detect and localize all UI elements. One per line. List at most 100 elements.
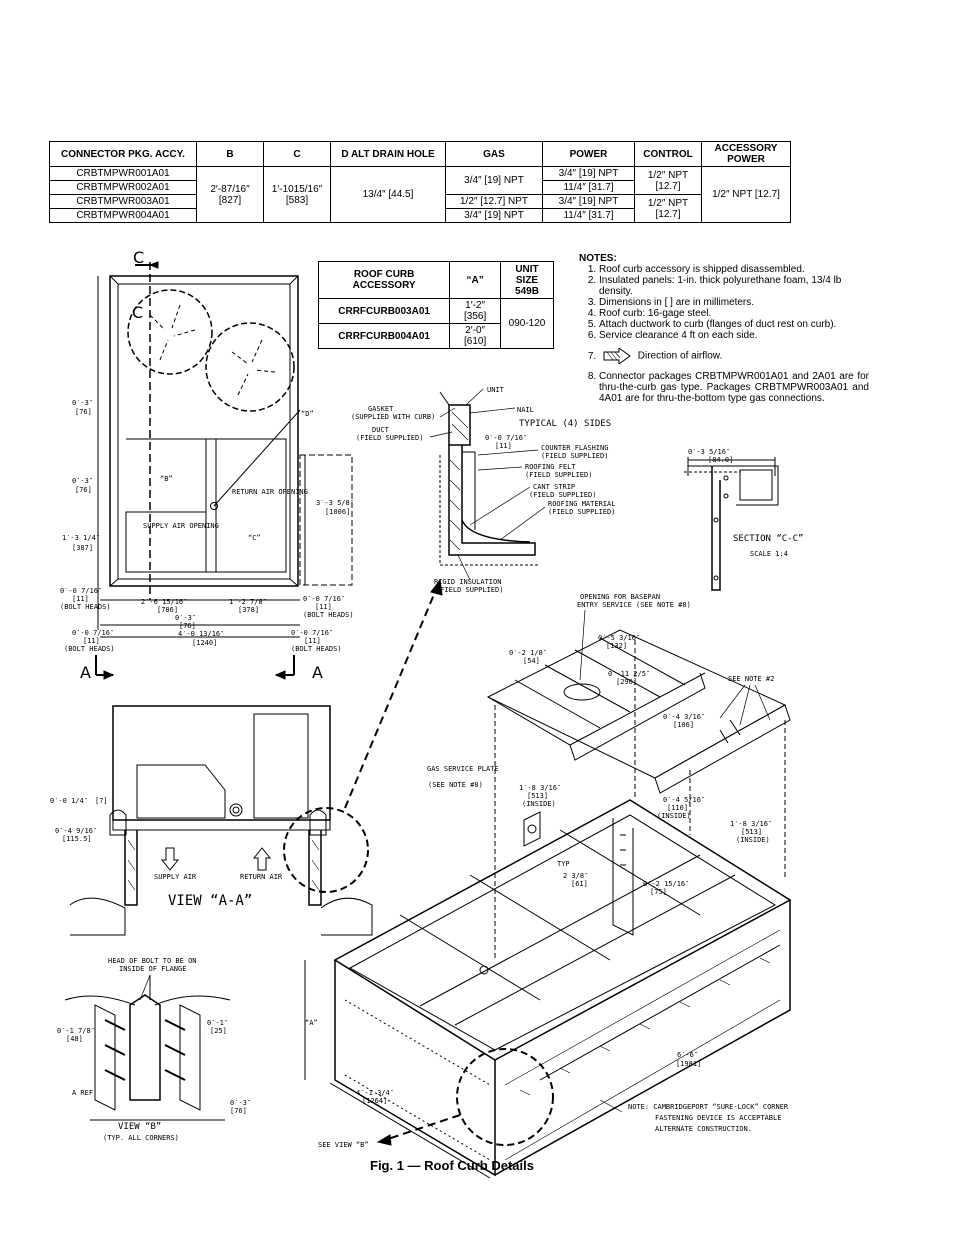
drawing-labels: C C A A 0′-3″ [76] 0′-3″ [76] “B” “C” “D…: [50, 248, 803, 1149]
section-cc-detail: [684, 457, 779, 591]
see-note-8-label: (SEE NOTE #8): [428, 781, 483, 789]
field-supplied-label: (FIELD SUPPLIED): [356, 434, 423, 442]
bolt-heads-label: (BOLT HEADS): [60, 603, 111, 611]
note-item: Service clearance 4 ft on each side.: [599, 330, 869, 341]
see-note-2-label: SEE NOTE #2: [728, 675, 774, 683]
gas-cell: 3/4″ [19] NPT: [445, 166, 543, 195]
dim-label: [786]: [157, 606, 178, 614]
scale-label: SCALE 1:4: [750, 550, 788, 558]
dim-label: 0′-3″: [175, 614, 196, 622]
dim-label: [75]: [650, 888, 667, 896]
dim-label: [76]: [179, 622, 196, 630]
field-supplied-label: (FIELD SUPPLIED): [436, 586, 503, 594]
control-cell: 1/2″ NPT [12.7]: [634, 194, 702, 223]
dim-label: 0′-1 7/8″: [57, 1027, 95, 1035]
section-c-label: C: [132, 303, 143, 322]
rigid-insulation-label: RIGID INSULATION: [434, 578, 501, 586]
dim-label: [7]: [95, 797, 108, 805]
dim-label: [378]: [238, 606, 259, 614]
roof-curb-table: ROOF CURB ACCESSORY “A” UNIT SIZE 549B C…: [317, 261, 554, 349]
note-item-airflow: Direction of airflow.: [599, 348, 869, 364]
dim-label: 1′-3 1/4″: [62, 534, 100, 542]
accessory-cell: CRRFCURB003A01: [317, 298, 451, 324]
a-ref-label: A REF: [72, 1089, 93, 1097]
dim-label: 0′-4 3/16″: [663, 713, 705, 721]
dim-label: [513]: [741, 828, 762, 836]
typ-label: TYP: [557, 860, 570, 868]
bolt-heads-label: (BOLT HEADS): [64, 645, 115, 653]
typical-sides-label: TYPICAL (4) SIDES: [519, 419, 611, 429]
dim-label: 0′-4 9/16″: [55, 827, 97, 835]
dim-label: [290]: [616, 678, 637, 686]
dim-label: [132]: [606, 642, 627, 650]
dim-label: 0′-2 15/16″: [643, 880, 689, 888]
field-supplied-label: (FIELD SUPPLIED): [529, 491, 596, 499]
bolt-heads-label: (BOLT HEADS): [303, 611, 354, 619]
nail-label: NAIL: [517, 406, 534, 414]
dim-label: [11]: [304, 637, 321, 645]
header-power: POWER: [542, 141, 635, 167]
dim-label: 0′-3″: [72, 477, 93, 485]
dim-label: [513]: [527, 792, 548, 800]
header-gas: GAS: [445, 141, 543, 167]
leader-lines: [139, 388, 771, 1113]
dim-label: 4′-0 13/16″: [178, 630, 224, 638]
dim-label: 1′-2 7/8″: [229, 598, 267, 606]
dim-label: [115.5]: [62, 835, 92, 843]
view-aa: [69, 578, 443, 936]
airflow-arrow-icon: [603, 348, 631, 364]
section-cc-label: SECTION “C-C”: [733, 534, 803, 544]
c-cell: 1′-1015/16″ [583]: [263, 166, 331, 223]
view-b-label: VIEW “B”: [118, 1122, 161, 1132]
roofing-material-label: ROOFING MATERIAL: [548, 500, 615, 508]
dim-label: [106]: [673, 721, 694, 729]
dim-label: 0′-3″: [72, 399, 93, 407]
curb-section-detail: [439, 391, 540, 566]
dim-label: [76]: [75, 486, 92, 494]
dim-label: 1′-8 3/16″: [519, 784, 561, 792]
figure-caption: Fig. 1 — Roof Curb Details: [370, 1158, 534, 1173]
dim-label: [11]: [495, 442, 512, 450]
notes-block: NOTES: Roof curb accessory is shipped di…: [579, 253, 869, 404]
note-item: Attach ductwork to curb (flanges of duct…: [599, 319, 869, 330]
dim-label: 0′-4 5/16″: [663, 796, 705, 804]
note-item: Connector packages CRBTMPWR001A01 and 2A…: [599, 371, 869, 404]
dim-label: [48]: [66, 1035, 83, 1043]
package-cell: CRBTMPWR004A01: [49, 208, 197, 223]
table-row: CRBTMPWR004A01 3/4″ [19] NPT 11/4″ [31.7…: [49, 208, 791, 223]
gasket-note-label: (SUPPLIED WITH CURB): [351, 413, 435, 421]
supply-air-opening-label: SUPPLY AIR OPENING: [143, 522, 219, 530]
section-a-label: A: [80, 663, 91, 682]
gasket-label: GASKET: [368, 405, 394, 413]
dim-label: [1264]: [362, 1097, 387, 1105]
dim-label: 6′-6″: [677, 1051, 698, 1059]
bolt-heads-label: (BOLT HEADS): [291, 645, 342, 653]
connector-package-table: CONNECTOR PKG. ACCY. B C D ALT DRAIN HOL…: [49, 141, 791, 223]
dim-label: [1981]: [676, 1060, 701, 1068]
dim-label: 2′-6 15/16″: [141, 598, 187, 606]
table-row: CRRFCURB004A01 2′-0″ [610]: [317, 323, 554, 349]
dim-label: [11]: [72, 595, 89, 603]
dim-label: [11]: [83, 637, 100, 645]
note-item: Dimensions in [ ] are in millimeters.: [599, 297, 869, 308]
inside-label: (INSIDE): [736, 836, 770, 844]
header-unit-size: UNIT SIZE 549B: [500, 261, 554, 299]
dim-label: [76]: [75, 408, 92, 416]
dim-label: 2 3/8″: [563, 872, 588, 880]
dim-label: 0′-0 7/16″: [485, 434, 527, 442]
dim-label: 4′-1 3/4″: [356, 1089, 394, 1097]
table-row: CRBTMPWR002A01 11/4″ [31.7]: [49, 180, 791, 195]
dim-label: [76]: [230, 1107, 247, 1115]
dim-label: 0′-0 7/16″: [72, 629, 114, 637]
dim-label: [1240]: [192, 639, 217, 647]
dim-label: 3′-3 5/8″: [316, 499, 354, 507]
typ-all-corners-label: (TYP. ALL CORNERS): [103, 1134, 179, 1142]
note-text: Direction of airflow.: [637, 350, 723, 362]
dim-label: 0′-0 7/16″: [303, 595, 345, 603]
dim-label: [11]: [315, 603, 332, 611]
see-view-b-label: SEE VIEW “B”: [318, 1141, 369, 1149]
cambridgeport-note-line: FASTENING DEVICE IS ACCEPTABLE: [655, 1114, 781, 1122]
dim-label: [61]: [571, 880, 588, 888]
entry-service-label: ENTRY SERVICE (SEE NOTE #8): [577, 601, 691, 609]
